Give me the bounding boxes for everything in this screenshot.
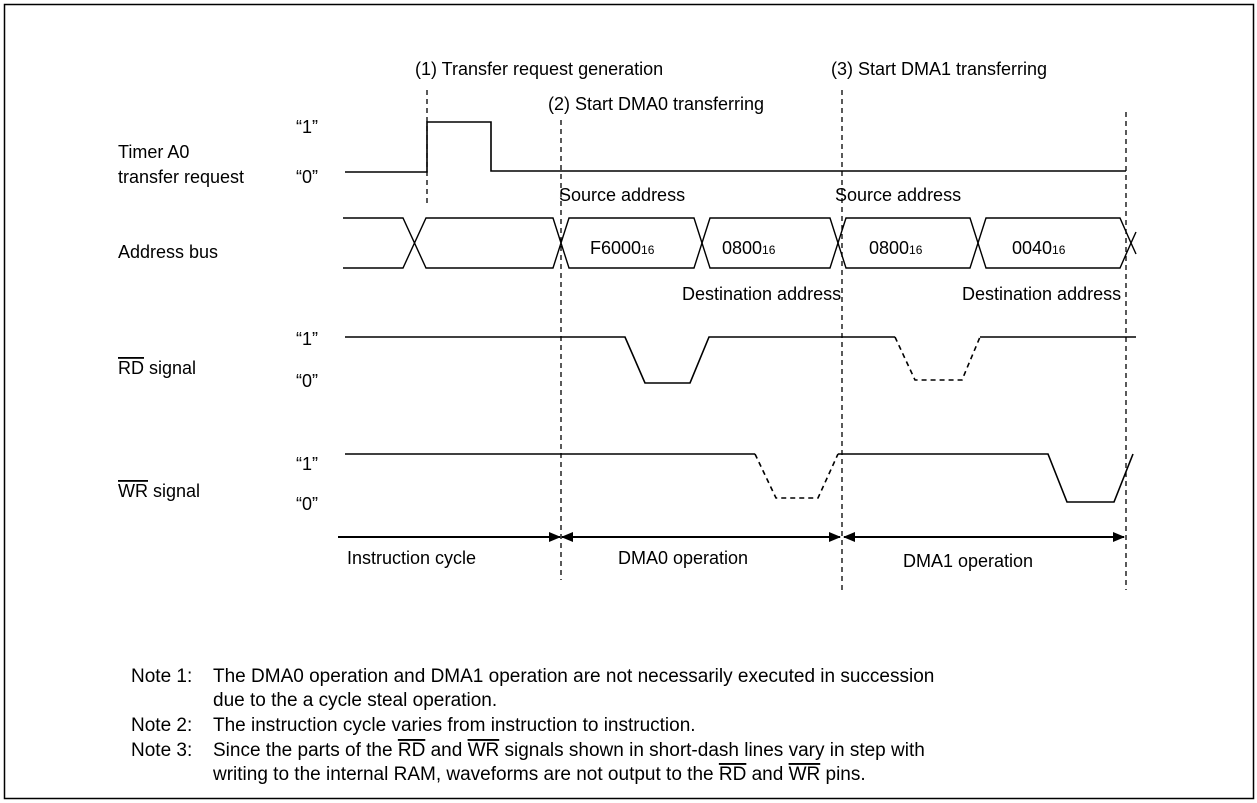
address-value-subscript: 16 <box>909 243 923 257</box>
wr-level-zero: “0” <box>296 494 318 514</box>
note-3-rd-overbar: RD <box>719 764 746 785</box>
note-3-line-1: Since the parts of the RD and WR signals… <box>213 740 925 761</box>
address-bus-waveform <box>343 217 1137 269</box>
event-2-label: (2) Start DMA0 transferring <box>548 94 764 114</box>
diagram-frame <box>3 3 1255 800</box>
rd-overbar-text: RD <box>118 358 144 378</box>
address-value-main: 0800 <box>869 238 909 258</box>
timer-level-one: “1” <box>296 117 318 137</box>
dma1-operation-label: DMA1 operation <box>903 551 1033 571</box>
event-1-label: (1) Transfer request generation <box>415 59 663 79</box>
note-3-line-2: writing to the internal RAM, waveforms a… <box>212 764 866 785</box>
address-value-0040: 004016 <box>1012 238 1066 258</box>
wr-waveform <box>345 453 1134 503</box>
note-2-label: Note 2: <box>131 715 192 736</box>
wr-overbar-text: WR <box>118 481 148 501</box>
address-value-main: 0040 <box>1012 238 1052 258</box>
rd-signal-label: RD signal <box>118 358 196 378</box>
note-1-line-1: The DMA0 operation and DMA1 operation ar… <box>213 666 934 687</box>
timer-a0-label-line1: Timer A0 <box>118 142 189 162</box>
note-3-rd-overbar: RD <box>398 740 425 761</box>
note-3-text: Since the parts of the <box>213 740 398 761</box>
timer-level-zero: “0” <box>296 167 318 187</box>
note-1-line-2: due to the a cycle steal operation. <box>213 690 497 711</box>
note-1-label: Note 1: <box>131 666 192 687</box>
address-bus-label: Address bus <box>118 242 218 262</box>
timer-a0-label-line2: transfer request <box>118 167 244 187</box>
note-3-label: Note 3: <box>131 740 192 761</box>
note-3-text: and <box>425 740 467 761</box>
note-3-text: writing to the internal RAM, waveforms a… <box>212 764 719 785</box>
destination-address-label-dma1: Destination address <box>962 284 1121 304</box>
timer-a0-waveform <box>345 121 1126 173</box>
address-value-f6000: F600016 <box>590 238 655 258</box>
notes: Note 1: The DMA0 operation and DMA1 oper… <box>131 666 934 785</box>
address-value-main: 0800 <box>722 238 762 258</box>
address-value-main: F6000 <box>590 238 641 258</box>
note-3-wr-overbar: WR <box>789 764 821 785</box>
rd-level-one: “1” <box>296 329 318 349</box>
address-value-0800-dma0: 080016 <box>722 238 776 258</box>
event-lines <box>426 90 1127 590</box>
wr-level-one: “1” <box>296 454 318 474</box>
address-value-subscript: 16 <box>762 243 776 257</box>
rd-waveform <box>345 336 1136 384</box>
event-3-label: (3) Start DMA1 transferring <box>831 59 1047 79</box>
wr-signal-label: WR signal <box>118 481 200 501</box>
source-address-label-dma1: Source address <box>835 185 961 205</box>
note-2-line: The instruction cycle varies from instru… <box>213 715 696 736</box>
note-3-text: signals shown in short-dash lines vary i… <box>499 740 925 761</box>
rd-level-zero: “0” <box>296 371 318 391</box>
address-value-subscript: 16 <box>1052 243 1066 257</box>
rd-signal-suffix: signal <box>144 358 196 378</box>
destination-address-label-dma0: Destination address <box>682 284 841 304</box>
instruction-cycle-label: Instruction cycle <box>347 548 476 568</box>
address-value-subscript: 16 <box>641 243 655 257</box>
wr-signal-suffix: signal <box>148 481 200 501</box>
address-value-0800-dma1: 080016 <box>869 238 923 258</box>
note-3-text: pins. <box>820 764 865 785</box>
note-3-wr-overbar: WR <box>468 740 500 761</box>
dma0-operation-label: DMA0 operation <box>618 548 748 568</box>
note-3-text: and <box>746 764 788 785</box>
source-address-label-dma0: Source address <box>559 185 685 205</box>
